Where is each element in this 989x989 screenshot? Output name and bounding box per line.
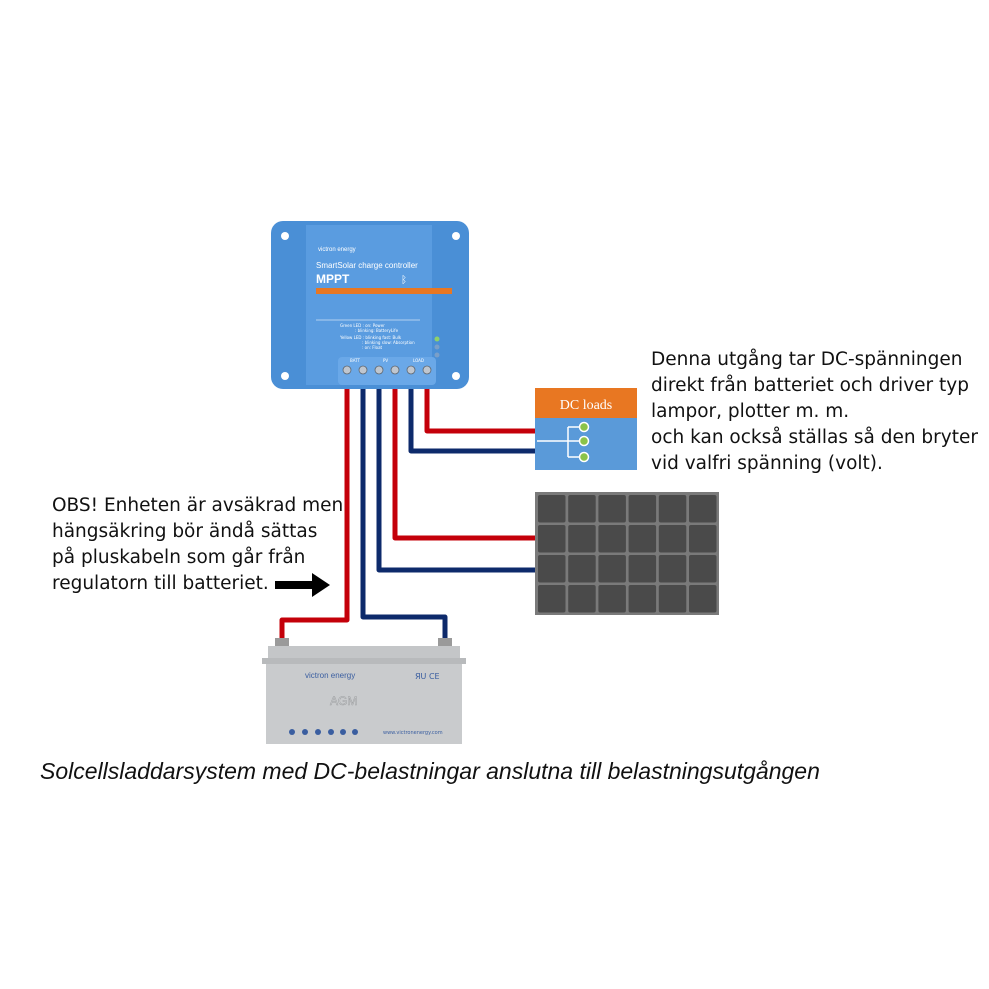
battery-negative-wire (360, 374, 448, 642)
controller-product: SmartSolar charge controller (316, 261, 418, 270)
solar-cell (689, 495, 717, 523)
arrow-right-icon (275, 573, 330, 597)
solar-cell (568, 555, 596, 583)
solar-cell (628, 495, 657, 523)
terminal-label-batt: BATT (350, 358, 361, 363)
controller-model: MPPT (316, 272, 350, 286)
solar-cell (568, 495, 596, 523)
solar-cell (689, 585, 717, 613)
solar-cell (658, 495, 687, 523)
pv-negative-wire (376, 374, 537, 573)
solar-cell (568, 585, 596, 613)
load-output-note: Denna utgång tar DC-spänningen direkt fr… (651, 349, 978, 474)
solar-cell (538, 585, 566, 613)
solar-cell (598, 495, 626, 523)
solar-cell (658, 525, 687, 553)
solar-cell (598, 525, 626, 553)
cert-marks: ЯU CE (415, 672, 440, 681)
battery-brand: victron energy (305, 671, 355, 680)
battery-website: www.victronenergy.com (383, 730, 443, 736)
dc-loads-box: DC loads (535, 388, 637, 470)
agm-battery: victron energy AGM ЯU CE www.victronener… (262, 638, 466, 744)
mppt-charge-controller: victron energy SmartSolar charge control… (271, 221, 469, 389)
led-legend-1: Green LED : on: Power (340, 323, 385, 328)
solar-cell (658, 555, 687, 583)
pv-positive-wire (392, 374, 537, 541)
led-legend-2: : blinking: BatteryLife (355, 328, 399, 333)
solar-panel (535, 492, 719, 615)
battery-type: AGM (330, 694, 357, 708)
solar-cell (598, 555, 626, 583)
dc-loads-label: DC loads (560, 398, 613, 413)
bluetooth-icon: ᛒ (401, 275, 407, 286)
solar-cell (658, 585, 687, 613)
terminal-label-load: LOAD (413, 358, 424, 363)
terminal-label-pv: PV (383, 358, 388, 363)
solar-cell (689, 555, 717, 583)
solar-cell (628, 525, 657, 553)
controller-brand: victron energy (318, 247, 356, 253)
solar-cell (568, 525, 596, 553)
solar-cell (538, 525, 566, 553)
load-negative-wire (408, 374, 537, 454)
load-positive-wire (424, 374, 537, 434)
battery-positive-wire (279, 374, 350, 642)
solar-cell (689, 525, 717, 553)
led-legend-5: : on: Float (362, 345, 383, 350)
solar-cell (628, 585, 657, 613)
solar-cell (538, 555, 566, 583)
diagram-caption: Solcellsladdarsystem med DC-belastningar… (40, 758, 820, 784)
led-legend-3: Yellow LED : blinking fast: Bulk (339, 335, 402, 340)
led-legend-4: : blinking slow: Absorption (362, 340, 415, 345)
fuse-note: OBS! Enheten är avsäkrad men hängsäkring… (52, 495, 344, 594)
solar-cell (538, 495, 566, 523)
solar-cell (598, 585, 626, 613)
solar-cell (628, 555, 657, 583)
